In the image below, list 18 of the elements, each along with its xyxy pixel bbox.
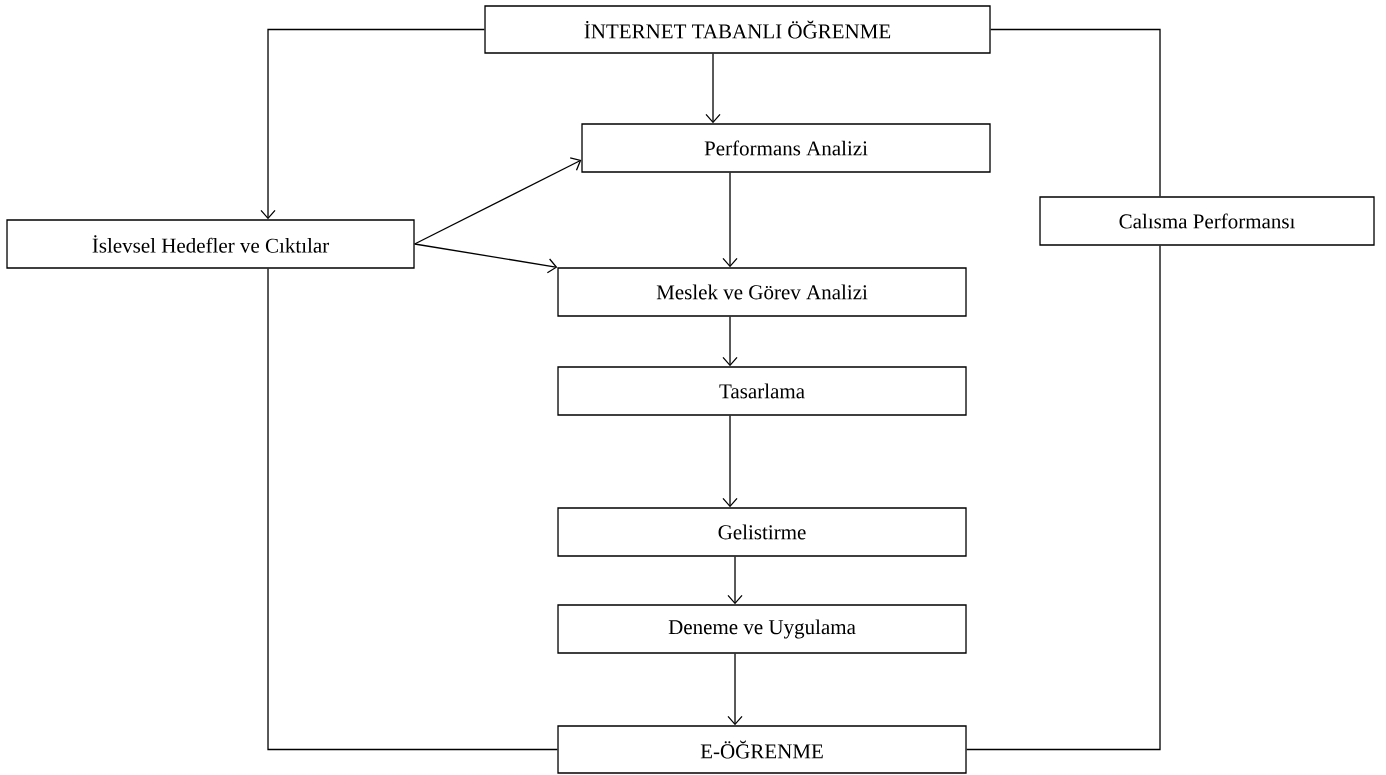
arrow xyxy=(722,172,738,268)
process-box: Calısma Performansı xyxy=(1039,196,1375,246)
arrow xyxy=(727,653,743,726)
arrow xyxy=(722,316,738,367)
arrow xyxy=(705,53,721,124)
arrow xyxy=(414,157,582,245)
arrow xyxy=(260,28,485,220)
process-box: Deneme ve Uygulama xyxy=(557,604,967,654)
arrow xyxy=(414,243,558,274)
arrow xyxy=(727,556,743,605)
process-box: Gelistirme xyxy=(557,507,967,557)
process-box: Performans Analizi xyxy=(581,123,991,173)
process-box: E-ÖĞRENME xyxy=(557,725,967,774)
process-box: İNTERNET TABANLI ÖĞRENME xyxy=(484,5,991,54)
process-box: Tasarlama xyxy=(557,366,967,416)
arrow xyxy=(722,415,738,508)
process-box: İslevsel Hedefler ve Cıktılar xyxy=(6,219,415,269)
process-box: Meslek ve Görev Analizi xyxy=(557,267,967,317)
